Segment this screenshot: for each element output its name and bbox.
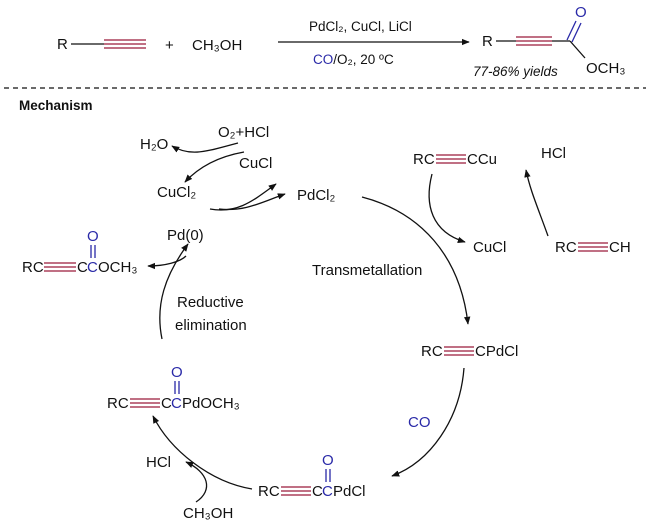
cucl-right-label: CuCl (473, 239, 506, 256)
transmetallation-label: Transmetallation (312, 262, 422, 279)
methanol-bottom-label: CH₃OH (183, 505, 233, 522)
alkynyl-palladium: RC CPdCl (421, 343, 518, 360)
methanolysis-arrow (152, 415, 253, 490)
rccu-triple-bond (436, 154, 466, 164)
rcch-to-hcl-arrow (524, 169, 549, 237)
pd0-label: Pd(0) (167, 227, 204, 244)
pd0-to-ester-arrow (147, 255, 187, 270)
rccu-rc: RC (413, 151, 435, 168)
ester-carbonyl-c: C (87, 259, 98, 276)
pdome-carbonyl-c: C (171, 395, 182, 412)
rcch-rc: RC (555, 239, 577, 256)
rccpdcl-cpdcl: CPdCl (475, 343, 518, 360)
reductive-label-line1: Reductive (177, 294, 244, 311)
pdome-carbonyl-o: O (171, 364, 183, 381)
hcl-right-label: HCl (541, 145, 566, 162)
pdome-rc: RC (107, 395, 129, 412)
water-label: H₂O (140, 136, 168, 153)
rccpdcl-triple-bond (444, 346, 474, 356)
cucl-top-label: CuCl (239, 155, 272, 172)
ester-c: C (77, 259, 88, 276)
acyl-rc: RC (258, 483, 280, 500)
acyl-carbonyl-o: O (322, 452, 334, 469)
co-insertion-label: CO (408, 414, 431, 431)
pd0-to-pdcl2-arc (218, 193, 286, 211)
product-carbonyl-o: O (575, 4, 587, 21)
o2-hcl-label: O₂+HCl (218, 124, 269, 141)
acyl-pdcl: PdCl (333, 483, 366, 500)
conditions-gases: CO/O₂, 20 ºC (313, 52, 394, 67)
reactant-r-label: R (57, 36, 68, 53)
copper-acetylide-cycle: RC CCu HCl CuCl RC CH (413, 145, 631, 256)
cucl-to-cucl2-arrow (184, 151, 245, 183)
transmetallation-arrow (361, 196, 471, 325)
product-c-o-bond (569, 40, 586, 59)
methanol-reagent: CH₃OH (192, 37, 242, 54)
rccu-ccu: CCu (467, 151, 497, 168)
product-triple-bond (516, 36, 552, 46)
ester-rc: RC (22, 259, 44, 276)
pdome-pdoch3: PdOCH₃ (182, 395, 240, 412)
conditions-o2-temp: /O₂, 20 ºC (333, 52, 394, 67)
acyl-carbonyl-c: C (322, 483, 333, 500)
ester-triple-bond (44, 262, 76, 272)
product-carbonyl-double-bond (566, 20, 582, 43)
plus-sign: + (165, 37, 174, 54)
conditions-catalysts: PdCl₂, CuCl, LiCl (309, 19, 412, 34)
ester-product: RC C C O OCH₃ (22, 228, 137, 276)
methanol-in-hcl-out-arrow (185, 461, 208, 503)
pdome-c: C (161, 395, 172, 412)
rccpdcl-rc: RC (421, 343, 443, 360)
overall-reaction: R + CH₃OH PdCl₂, CuCl, LiCl CO/O₂, 20 ºC… (57, 4, 625, 79)
ester-och3: OCH₃ (98, 259, 137, 276)
pdcl2-label: PdCl₂ (297, 187, 336, 204)
acyl-c: C (312, 483, 323, 500)
acyl-palladium-methoxide: RC C C O PdOCH₃ (107, 364, 240, 412)
conditions-co: CO (313, 52, 333, 67)
mechanism-heading: Mechanism (19, 98, 93, 113)
ester-carbonyl-o: O (87, 228, 99, 245)
reductive-label-line2: elimination (175, 317, 247, 334)
rcch-triple-bond (578, 242, 608, 252)
rccu-to-cucl-arrow (428, 173, 466, 243)
rcch-ch: CH (609, 239, 631, 256)
acyl-palladium: RC C C O PdCl (258, 452, 366, 500)
hcl-left-label: HCl (146, 454, 171, 471)
acyl-triple-bond (281, 486, 311, 496)
yield-label: 77-86% yields (473, 64, 558, 79)
cucl2-to-cucl-arc (209, 183, 277, 211)
product-methoxy: OCH₃ (586, 60, 625, 77)
o2-to-water-arrow (171, 142, 239, 153)
co-insertion-arrow (391, 367, 465, 477)
reactant-triple-bond (104, 39, 146, 49)
product-r-label: R (482, 33, 493, 50)
copper-reoxidation-cycle: O₂+HCl H₂O CuCl CuCl₂ (140, 124, 272, 201)
pdome-triple-bond (130, 398, 160, 408)
reductive-elimination-arrow (159, 243, 189, 340)
cucl2-label: CuCl₂ (157, 184, 196, 201)
